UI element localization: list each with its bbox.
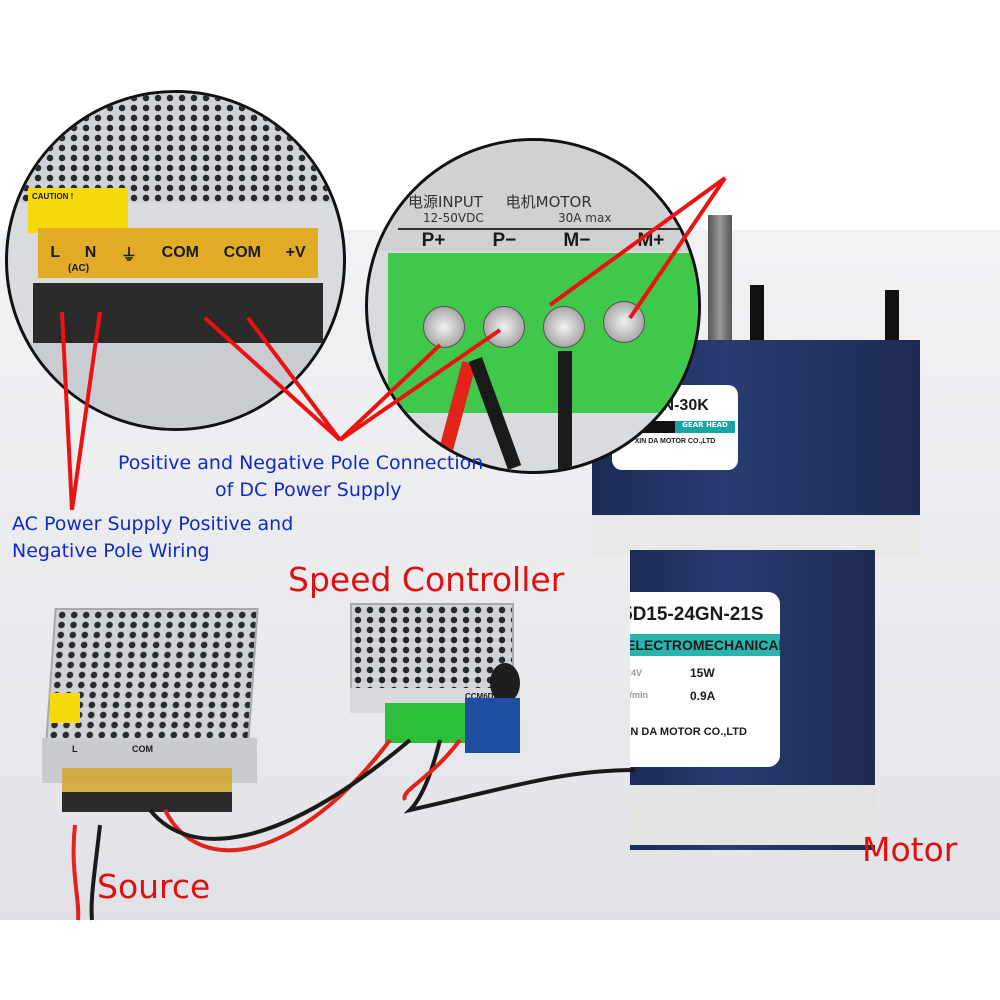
motor-output-label: 电机MOTOR [505,193,592,211]
terminal-m-minus: M− [563,230,591,251]
pointer-lines [60,176,727,511]
terminal-n: N [84,244,97,261]
terminal-com: COM [223,244,261,261]
motor-current: 0.9A [690,689,716,703]
terminal-v-plus: +V [285,244,306,261]
terminal-ground: ⏚ [120,247,137,264]
motor-band: ELECTROMECHANICAL [630,634,780,656]
input-label: 电源INPUT [408,193,483,211]
motor-label: 5D15-24GN-21S ELECTROMECHANICAL 24V 15W … [630,592,780,767]
ac-wiring-caption-2: Negative Pole Wiring [12,540,210,562]
dc-connection-caption-1: Positive and Negative Pole Connection [118,452,484,474]
motor-rating: 30A max [558,211,612,225]
input-range: 12-50VDC [423,211,484,225]
motor-voltage: 24V [630,668,643,678]
motor-maker: XIN DA MOTOR CO.,LTD [630,726,747,738]
terminal-label: COM [132,744,153,754]
ac-label: (AC) [68,263,90,274]
speed-controller-device: CCM6DS [350,603,520,768]
controller-model: CCM6DS [465,692,499,701]
motor-model: 5D15-24GN-21S [630,604,764,625]
terminal-label: L [72,744,78,754]
terminal-l: L [50,244,61,261]
dc-connection-caption-2: of DC Power Supply [215,479,402,501]
source-caption: Source [97,867,211,906]
wires [71,738,636,921]
terminal-com: COM [161,244,199,261]
gearhead-maker: XIN DA MOTOR CO.,LTD [634,438,716,445]
terminal-p-minus: P− [492,230,517,251]
ac-wiring-caption-1: AC Power Supply Positive and [12,513,294,535]
motor-power: 15W [690,666,715,680]
terminal-p-plus: P+ [421,230,446,251]
caution-label: CAUTION ! [32,192,74,201]
closeup-controller-terminals: 电源INPUT 电机MOTOR 12-50VDC 30A max P+ P− M… [365,138,701,474]
power-supply-source: L COM [42,608,259,823]
gearhead-type: GEAR HEAD [675,421,735,433]
speed-knob[interactable] [490,663,520,703]
motor-speed: r/min [630,690,649,700]
speed-controller-caption: Speed Controller [288,560,565,599]
motor-device: 2GN-30K XD GEAR HEAD XIN DA MOTOR CO.,LT… [590,210,930,850]
motor-caption: Motor [862,830,958,869]
